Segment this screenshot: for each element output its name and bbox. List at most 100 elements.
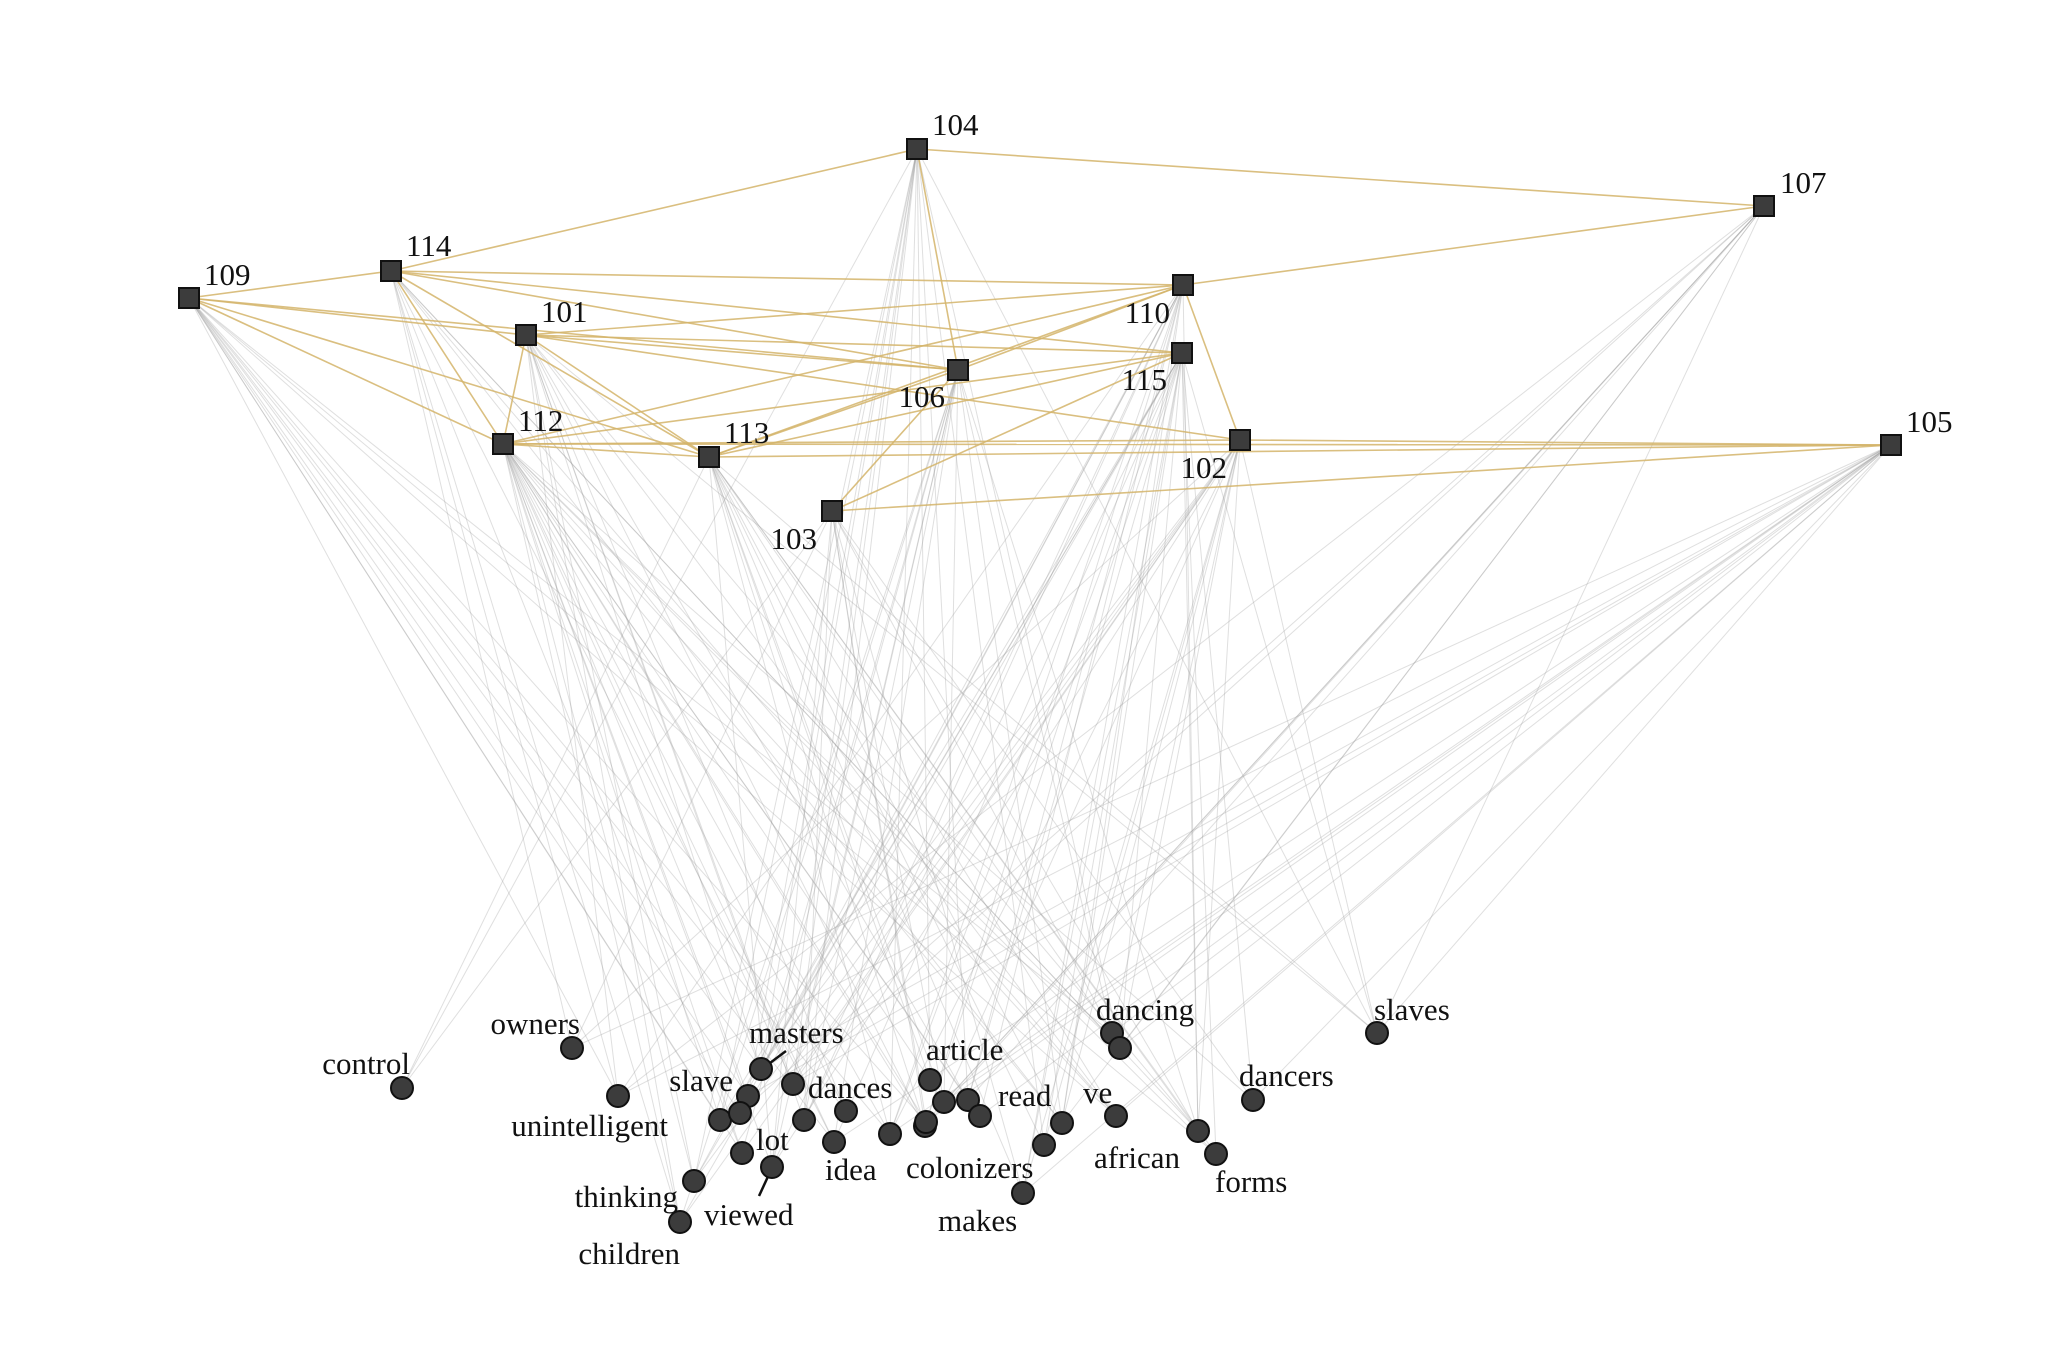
word-node-w32[interactable]: [1108, 1036, 1132, 1060]
word-label-thinking: thinking: [575, 1179, 678, 1214]
word-node-lot[interactable]: [730, 1141, 754, 1165]
word-node-read[interactable]: [956, 1088, 980, 1112]
doc-word-edge: [1181, 352, 1217, 1155]
doc-doc-edge: [390, 270, 710, 458]
doc-word-edge: [924, 352, 1183, 1127]
word-node-slaves[interactable]: [1365, 1021, 1389, 1045]
doc-doc-edge: [525, 334, 1183, 354]
word-label-owners: owners: [490, 1006, 580, 1041]
doc-word-edge: [1115, 444, 1892, 1117]
doc-doc-edge: [390, 270, 959, 371]
doc-word-edge: [708, 456, 1199, 1132]
doc-word-edge: [916, 148, 931, 1081]
doc-word-edge: [916, 148, 1045, 1146]
doc-word-edge: [719, 439, 1241, 1121]
doc-word-edge: [525, 334, 1117, 1117]
doc-word-edge: [188, 297, 891, 1135]
document-node-101[interactable]: [515, 324, 537, 346]
doc-word-edge: [792, 205, 1765, 1085]
doc-word-edge: [571, 444, 1892, 1049]
document-node-103[interactable]: [821, 500, 843, 522]
word-node-w27[interactable]: [932, 1090, 956, 1114]
word-node-idea[interactable]: [822, 1130, 846, 1154]
doc-word-edge: [525, 334, 926, 1127]
doc-word-edge: [188, 297, 749, 1097]
word-node-thinking[interactable]: [682, 1169, 706, 1193]
doc-word-edge: [525, 334, 619, 1097]
word-label-makes: makes: [938, 1203, 1017, 1238]
document-label-106: 106: [899, 379, 946, 414]
document-label-109: 109: [204, 257, 251, 292]
doc-word-edge: [502, 443, 773, 1168]
word-node-w28[interactable]: [914, 1110, 938, 1134]
word-node-w22[interactable]: [781, 1072, 805, 1096]
document-node-110[interactable]: [1172, 274, 1194, 296]
doc-word-edge: [833, 352, 1183, 1143]
word-node-w25[interactable]: [792, 1108, 816, 1132]
doc-word-edge: [390, 270, 835, 1143]
doc-word-edge: [502, 443, 721, 1121]
document-node-114[interactable]: [380, 260, 402, 282]
doc-word-edge: [916, 148, 1378, 1034]
word-node-viewed[interactable]: [760, 1155, 784, 1179]
doc-word-edge: [760, 352, 1183, 1070]
word-label-unintelligent: unintelligent: [511, 1108, 668, 1143]
word-node-masters[interactable]: [749, 1057, 773, 1081]
word-node-w30[interactable]: [1050, 1111, 1074, 1135]
doc-word-edge: [889, 444, 1892, 1135]
word-node-unintelligent[interactable]: [606, 1084, 630, 1108]
word-node-owners[interactable]: [560, 1036, 584, 1060]
word-node-w23[interactable]: [708, 1108, 732, 1132]
doc-word-edge: [679, 369, 959, 1223]
document-label-115: 115: [1122, 362, 1167, 397]
word-node-w24[interactable]: [728, 1101, 752, 1125]
doc-word-edge: [943, 444, 1892, 1103]
doc-word-edge: [957, 369, 1063, 1124]
document-node-105[interactable]: [1880, 434, 1902, 456]
doc-word-edge: [925, 205, 1765, 1123]
document-node-106[interactable]: [947, 359, 969, 381]
word-node-control[interactable]: [390, 1076, 414, 1100]
doc-word-edge: [502, 443, 927, 1123]
word-node-article[interactable]: [918, 1068, 942, 1092]
word-node-african[interactable]: [1186, 1119, 1210, 1143]
doc-word-edge: [525, 334, 847, 1112]
doc-word-edge: [1111, 439, 1241, 1034]
word-node-forms[interactable]: [1204, 1142, 1228, 1166]
doc-word-edge: [831, 510, 1024, 1194]
doc-word-edge: [502, 443, 847, 1112]
doc-word-edge: [741, 369, 959, 1154]
doc-doc-edge: [390, 270, 1183, 354]
doc-doc-edge: [708, 444, 1892, 458]
word-node-makes[interactable]: [1011, 1181, 1035, 1205]
document-node-115[interactable]: [1171, 342, 1193, 364]
doc-word-edge: [1181, 352, 1378, 1034]
word-node-ve[interactable]: [1104, 1104, 1128, 1128]
word-node-w29[interactable]: [968, 1104, 992, 1128]
doc-doc-edge: [708, 352, 1183, 458]
doc-word-edge: [943, 369, 959, 1103]
doc-word-edge: [1022, 444, 1892, 1194]
document-node-113[interactable]: [698, 446, 720, 468]
doc-word-edge: [708, 456, 1063, 1124]
document-node-102[interactable]: [1229, 429, 1251, 451]
doc-word-edge: [833, 444, 1892, 1143]
doc-word-edge: [803, 369, 959, 1121]
word-node-dancers[interactable]: [1241, 1088, 1265, 1112]
document-node-107[interactable]: [1753, 195, 1775, 217]
word-node-children[interactable]: [668, 1210, 692, 1234]
word-label-viewed: viewed: [704, 1197, 794, 1232]
doc-word-edge: [831, 510, 945, 1103]
document-node-104[interactable]: [906, 138, 928, 160]
word-node-dances[interactable]: [834, 1099, 858, 1123]
doc-word-edge: [708, 456, 1117, 1117]
word-label-children: children: [578, 1236, 680, 1271]
doc-word-edge: [889, 439, 1241, 1135]
doc-word-edge: [889, 148, 918, 1135]
word-node-w26[interactable]: [878, 1122, 902, 1146]
document-node-112[interactable]: [492, 433, 514, 455]
doc-word-edge: [679, 439, 1241, 1223]
document-node-109[interactable]: [178, 287, 200, 309]
word-node-w31[interactable]: [1032, 1133, 1056, 1157]
doc-word-edge: [708, 456, 891, 1135]
